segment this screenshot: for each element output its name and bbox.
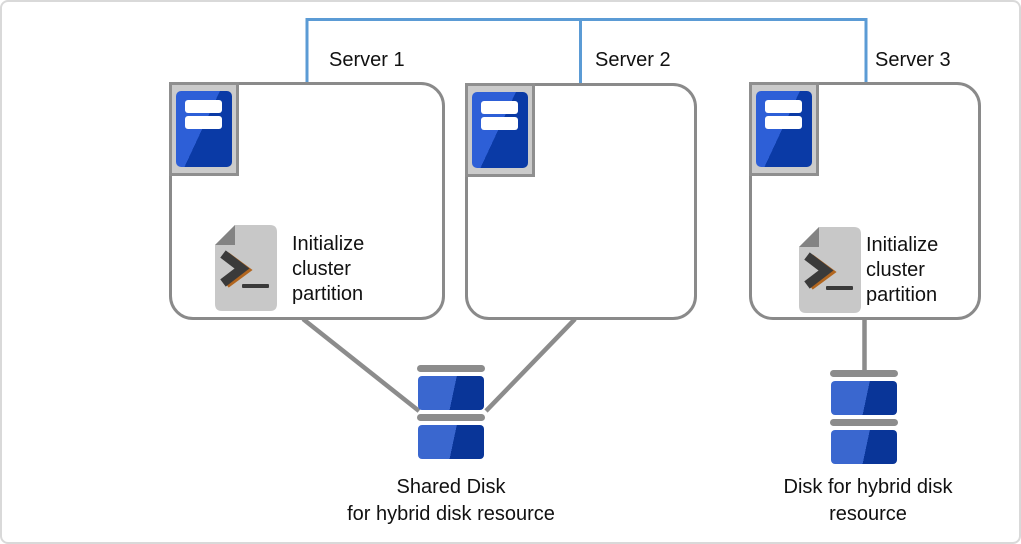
server-icon-slot <box>185 100 222 113</box>
hybrid-disk-label-line: resource <box>829 503 907 525</box>
shared-disk-label-line: Shared Disk <box>396 476 506 498</box>
server1-label: Server 1 <box>329 49 405 71</box>
disk-body <box>418 376 484 410</box>
script-note-line: partition <box>292 283 364 305</box>
server-icon-slot <box>185 116 222 129</box>
script-terminal-icon <box>799 227 861 313</box>
connector-server2-shared-disk <box>484 317 577 413</box>
server-icon-slot <box>481 101 518 114</box>
script-note-line: Initialize <box>292 233 365 255</box>
script-note-line: cluster <box>292 258 351 280</box>
server2-box <box>465 83 697 320</box>
server2-label: Server 2 <box>595 49 671 71</box>
shared-disk-label-line: for hybrid disk resource <box>347 503 555 525</box>
server-icon-body <box>472 92 528 168</box>
server-icon-slot <box>481 117 518 130</box>
disk-body <box>418 425 484 459</box>
disk-cap <box>830 370 898 377</box>
server-icon-body <box>176 91 232 167</box>
disk-body <box>831 430 897 464</box>
server-icon-slot <box>765 100 802 113</box>
server-icon-body <box>756 91 812 167</box>
server1-script-note: Initialize cluster partition <box>292 232 364 307</box>
hybrid-disk-label: Disk for hybrid disk resource <box>748 474 988 528</box>
script-terminal-icon <box>215 225 277 311</box>
disk-stack-icon <box>417 365 485 463</box>
script-note-line: partition <box>866 284 938 306</box>
disk-cap <box>830 419 898 426</box>
shared-disk-label: Shared Disk for hybrid disk resource <box>311 474 591 528</box>
server3-label: Server 3 <box>875 49 951 71</box>
server-icon <box>169 82 239 176</box>
connector-server1-shared-disk <box>301 317 421 413</box>
disk-cap <box>417 414 485 421</box>
disk-body <box>831 381 897 415</box>
server-icon <box>465 83 535 177</box>
hybrid-disk-label-line: Disk for hybrid disk <box>783 476 953 498</box>
server3-script-note: Initialize cluster partition <box>866 233 938 308</box>
network-line <box>305 18 868 84</box>
disk-cap <box>417 365 485 372</box>
disk-stack-icon <box>830 370 898 468</box>
script-note-line: cluster <box>866 259 925 281</box>
script-note-line: Initialize <box>866 234 939 256</box>
server-icon-slot <box>765 116 802 129</box>
server-icon <box>749 82 819 176</box>
